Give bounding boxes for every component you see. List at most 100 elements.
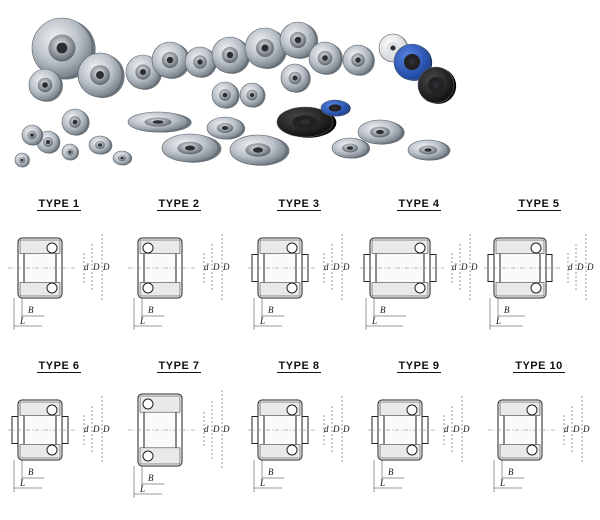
- dim-b-label: B: [148, 305, 154, 315]
- black-wheel: [417, 66, 457, 104]
- ball-bearing-top: [286, 242, 298, 254]
- steel-wheel: [21, 124, 44, 146]
- ball-bearing-top: [142, 398, 154, 410]
- dim-b-label: B: [28, 467, 34, 477]
- type-label: TYPE 3: [276, 198, 322, 211]
- dim-d-label: d: [452, 262, 457, 272]
- steel-wheel: [161, 133, 222, 163]
- cross-section-drawing: [488, 396, 583, 492]
- dim-d0-label: D: [333, 262, 340, 272]
- dim-d0-label: D: [213, 424, 220, 434]
- ball-bearing-top: [414, 242, 426, 254]
- type-label: TYPE 1: [36, 198, 82, 211]
- steel-wheel: [14, 152, 30, 168]
- dim-d-label: d: [204, 424, 209, 434]
- steel-wheel: [211, 81, 240, 109]
- dim-outer-d-label: D: [223, 424, 230, 434]
- steel-wheel: [239, 82, 266, 108]
- dim-outer-d-label: D: [343, 262, 350, 272]
- dim-b-label: B: [268, 467, 274, 477]
- steel-wheel: [151, 41, 191, 79]
- dim-d0-label: D: [93, 424, 100, 434]
- steel-wheel: [308, 41, 343, 75]
- dim-b-label: B: [380, 305, 386, 315]
- blue-wheel: [320, 99, 351, 117]
- dim-l-label: L: [260, 316, 266, 326]
- dim-d-label: d: [444, 424, 449, 434]
- steel-wheel: [211, 36, 251, 74]
- dim-outer-d-label: D: [223, 262, 230, 272]
- type-label: TYPE 8: [276, 360, 322, 373]
- dim-l-label: L: [140, 484, 146, 494]
- cross-section-drawing: [484, 234, 587, 330]
- steel-wheel: [88, 135, 113, 155]
- type-label: TYPE 6: [36, 360, 82, 373]
- steel-wheel: [61, 108, 90, 136]
- steel-wheel: [31, 17, 96, 80]
- steel-wheel: [407, 139, 451, 161]
- dim-d0-label: D: [453, 424, 460, 434]
- dim-l-label: L: [372, 316, 378, 326]
- type-label: TYPE 4: [396, 198, 442, 211]
- dim-outer-d-label: D: [587, 262, 594, 272]
- dim-d0-label: D: [333, 424, 340, 434]
- steel-wheel: [206, 116, 246, 140]
- ball-bearing-top: [530, 242, 542, 254]
- dim-d-label: d: [324, 262, 329, 272]
- dim-d0-label: D: [461, 262, 468, 272]
- dim-outer-d-label: D: [343, 424, 350, 434]
- cross-section-drawing: [248, 396, 343, 492]
- steel-wheel: [127, 111, 192, 133]
- cross-section-drawing: [8, 234, 103, 330]
- steel-wheel: [331, 137, 371, 159]
- dim-l-label: L: [20, 316, 26, 326]
- dim-l-label: L: [500, 478, 506, 488]
- dim-outer-d-label: D: [463, 424, 470, 434]
- dim-l-label: L: [20, 478, 26, 488]
- ball-bearing-top: [526, 404, 538, 416]
- dim-l-label: L: [260, 478, 266, 488]
- dim-d-label: d: [84, 262, 89, 272]
- steel-wheel: [61, 143, 79, 161]
- ball-bearing-bottom: [286, 282, 298, 294]
- dim-d-label: d: [564, 424, 569, 434]
- dim-b-label: B: [268, 305, 274, 315]
- blue-wheel: [393, 43, 433, 81]
- dim-l-label: L: [380, 478, 386, 488]
- steel-wheel: [357, 119, 405, 145]
- black-wheel: [276, 106, 337, 138]
- dim-d-label: d: [324, 424, 329, 434]
- steel-wheel: [229, 134, 290, 166]
- dim-b-label: B: [148, 473, 154, 483]
- dim-d0-label: D: [573, 424, 580, 434]
- dim-outer-d-label: D: [103, 262, 110, 272]
- dim-outer-d-label: D: [471, 262, 478, 272]
- dim-outer-d-label: D: [583, 424, 590, 434]
- cross-section-drawing: [128, 234, 223, 330]
- ball-bearing-bottom: [406, 444, 418, 456]
- roller-bearings-photo: [14, 17, 457, 168]
- steel-wheel: [28, 68, 63, 102]
- dim-d0-label: D: [577, 262, 584, 272]
- ball-bearing-bottom: [526, 444, 538, 456]
- steel-wheel: [184, 46, 217, 78]
- steel-wheel: [342, 44, 375, 76]
- ball-bearing-top: [46, 242, 58, 254]
- ball-bearing-bottom: [142, 450, 154, 462]
- type-label: TYPE 10: [513, 360, 565, 373]
- steel-wheel: [244, 27, 288, 69]
- ball-bearing-bottom: [530, 282, 542, 294]
- steel-wheel: [279, 21, 319, 59]
- dim-b-label: B: [28, 305, 34, 315]
- dim-d0-label: D: [213, 262, 220, 272]
